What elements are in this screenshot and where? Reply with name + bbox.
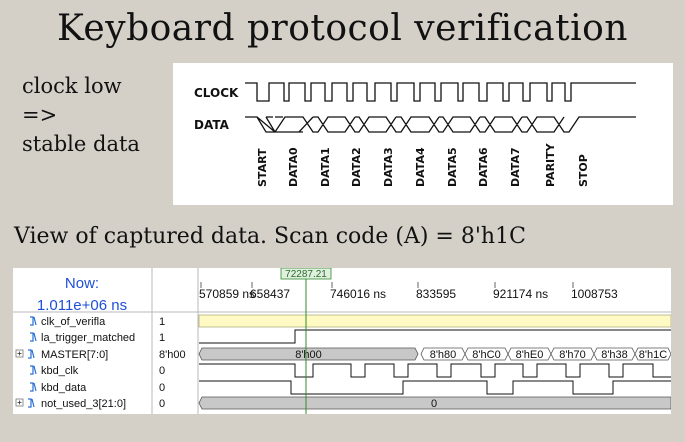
signal-name[interactable]: la_trigger_matched — [41, 332, 135, 344]
signal-rows: clk_of_verifla 1 la_trigger_matched 1MASTER… — [15, 316, 186, 410]
clock-label: CLOCK — [194, 86, 239, 100]
bus-value: 8'hC0 — [472, 349, 500, 361]
signal-name[interactable]: kbd_clk — [41, 365, 79, 377]
now-value: 1.011e+06 ns — [37, 297, 127, 314]
time-tick: 921174 ns — [493, 287, 548, 301]
bit-label: PARITY — [544, 142, 557, 187]
signal-value: 0 — [159, 398, 165, 410]
signal-value: 0 — [159, 365, 165, 377]
capture-caption: View of captured data. Scan code (A) = 8… — [14, 224, 526, 249]
bit-label: DATA2 — [350, 147, 363, 187]
time-tick: 570859 ns — [199, 287, 255, 301]
bit-label: STOP — [577, 154, 590, 187]
bit-label: DATA5 — [446, 147, 459, 187]
time-tick: 1008753 — [571, 287, 618, 301]
bus-value: 8'h80 — [430, 349, 457, 361]
wave-kbd-clk — [199, 363, 671, 378]
data-label: DATA — [194, 118, 230, 132]
signal-icon — [30, 382, 37, 392]
data-waveform — [245, 116, 636, 133]
time-tick: 833595 — [416, 287, 456, 301]
signal-icon — [28, 398, 35, 408]
time-tick: 746016 ns — [330, 287, 386, 301]
cursor-label: 72287.21 — [285, 269, 327, 280]
signal-value: 1 — [159, 316, 165, 328]
bus-value: 0 — [431, 398, 437, 410]
now-label: Now: — [65, 275, 99, 292]
signal-name[interactable]: MASTER[7:0] — [41, 349, 108, 361]
bus-value: 8'h00 — [295, 349, 322, 361]
bit-label: DATA0 — [287, 147, 300, 187]
note-text: clock low => stable data — [22, 72, 140, 159]
clock-waveform — [245, 82, 636, 102]
protocol-timing-diagram: CLOCK DATA START DATA0 DATA1 DATA2 DATA3 DATA… — [173, 63, 673, 205]
signal-icon — [30, 365, 37, 375]
signal-icon — [28, 349, 35, 359]
bit-label: DATA1 — [319, 147, 332, 187]
bus-value: 8'h70 — [559, 349, 586, 361]
note-line-3: stable data — [22, 132, 140, 156]
bit-label: START — [256, 148, 269, 187]
slide-title: Keyboard protocol verification — [57, 8, 628, 49]
signal-icon — [30, 316, 37, 326]
signal-icon — [30, 332, 37, 342]
bit-label: DATA6 — [477, 147, 490, 187]
signal-name[interactable]: kbd_data — [41, 382, 87, 394]
bus-value: 8'hE0 — [516, 349, 544, 361]
wave-clk-of-verifla — [198, 314, 672, 328]
bit-label: DATA4 — [414, 147, 427, 187]
signal-value: 0 — [159, 382, 165, 394]
signal-value: 8'h00 — [159, 349, 186, 361]
time-tick: 658437 — [250, 287, 290, 301]
wave-la-trigger-matched — [199, 329, 671, 344]
bit-label: DATA7 — [509, 147, 522, 187]
bit-label: DATA3 — [382, 147, 395, 187]
bus-value: 8'h38 — [601, 349, 628, 361]
bus-value: 8'h1C — [639, 349, 667, 361]
signal-value: 1 — [159, 332, 165, 344]
wave-not-used-bus: 0 — [198, 396, 672, 410]
wave-master-bus: 8'h00 8'h80 8'hC0 8'hE0 8'h70 8'h38 8'h1C — [198, 347, 672, 361]
signal-name[interactable]: not_used_3[21:0] — [41, 398, 126, 410]
signal-name[interactable]: clk_of_verifla — [41, 316, 106, 328]
note-line-2: => — [22, 103, 58, 127]
note-line-1: clock low — [22, 74, 122, 98]
wave-kbd-data — [199, 380, 671, 395]
bit-labels: START DATA0 DATA1 DATA2 DATA3 DATA4 DATA5 DATA6… — [256, 142, 590, 187]
